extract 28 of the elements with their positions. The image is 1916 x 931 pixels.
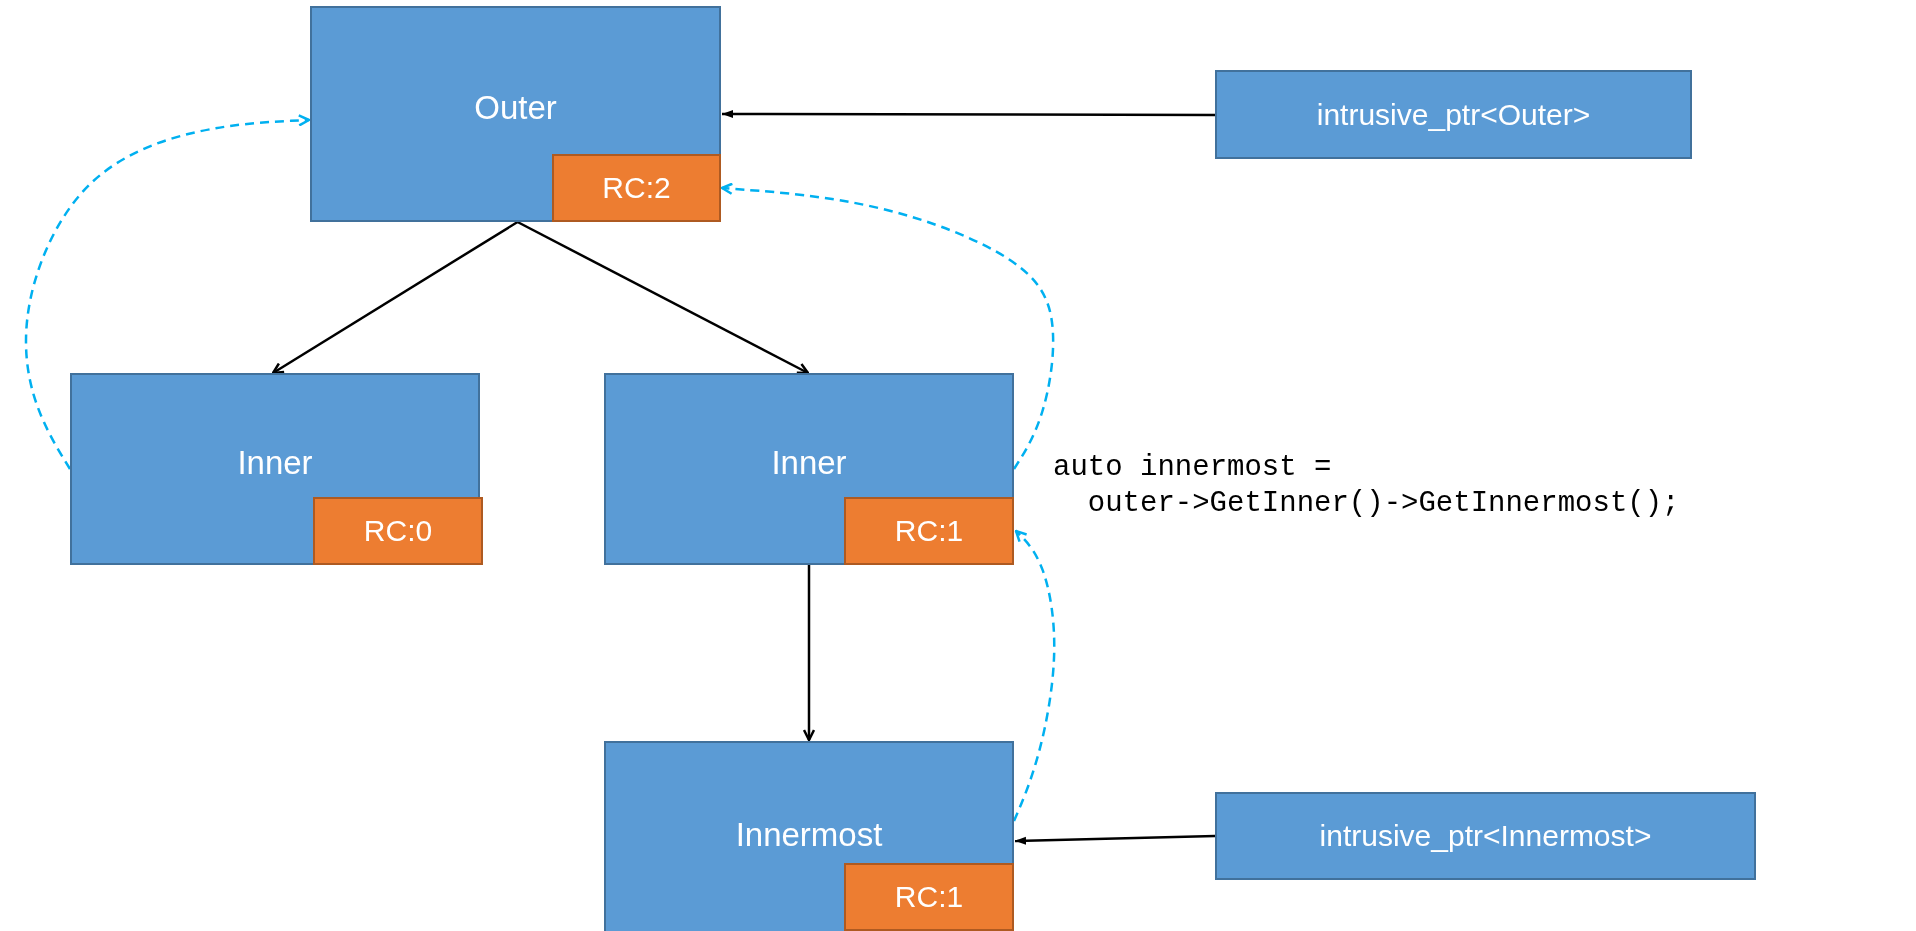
node-label: intrusive_ptr<Outer> <box>1316 97 1591 132</box>
node-label: Inner <box>237 444 313 482</box>
ref-count-box <box>552 154 721 222</box>
arrow <box>271 220 519 375</box>
pointer-box <box>1215 70 1692 159</box>
node-label: RC:2 <box>602 171 671 205</box>
ref-count-box <box>844 863 1014 931</box>
node-label: RC:1 <box>894 514 964 548</box>
arrow <box>722 110 1215 118</box>
arrow <box>802 565 816 742</box>
node-label: RC:1 <box>894 880 964 914</box>
pointer-box <box>1215 792 1756 880</box>
arrow <box>1014 834 1216 845</box>
class-box <box>604 373 1014 565</box>
ref-count-box <box>844 497 1014 565</box>
class-box <box>310 6 721 222</box>
code-snippet: auto innermost = outer->GetInner()->GetInnermost(); <box>1053 450 1681 523</box>
class-box <box>70 373 480 565</box>
node-label: Outer <box>474 89 557 127</box>
dashed-arrow <box>720 182 1055 470</box>
node-label: intrusive_ptr<Innermost> <box>1319 819 1652 853</box>
class-box <box>604 741 1014 931</box>
dashed-arrow <box>24 114 311 470</box>
node-label: Inner <box>771 444 847 482</box>
arrow <box>516 220 810 375</box>
ref-count-box <box>313 497 483 565</box>
node-label: Innermost <box>735 816 883 854</box>
node-label: RC:0 <box>363 514 433 548</box>
